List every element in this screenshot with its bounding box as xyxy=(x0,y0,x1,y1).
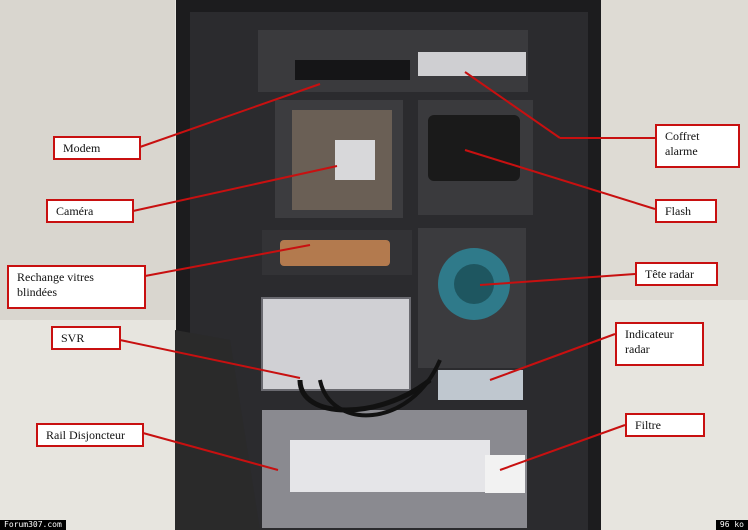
label-filter: Filtre xyxy=(625,413,705,437)
label-radar-head: Tête radar xyxy=(635,262,718,286)
svr-device xyxy=(262,298,410,390)
watermark-size: 96 ko xyxy=(715,520,748,530)
label-flash: Flash xyxy=(655,199,717,223)
label-modem: Modem xyxy=(53,136,141,160)
label-camera: Caméra xyxy=(46,199,134,223)
breaker-rail-device xyxy=(290,440,490,492)
filter-device xyxy=(485,455,525,493)
label-breaker-rail: Rail Disjoncteur xyxy=(36,423,144,447)
label-radar-indicator: Indicateur radar xyxy=(615,322,704,366)
alarm-box-device xyxy=(418,52,526,76)
label-spare-glass: Rechange vitres blindées xyxy=(7,265,146,309)
flash-device xyxy=(428,115,520,181)
door xyxy=(175,330,260,530)
label-alarm-box: Coffret alarme xyxy=(655,124,740,168)
modem-device xyxy=(295,60,410,80)
camera-device xyxy=(335,140,375,180)
label-svr: SVR xyxy=(51,326,121,350)
radar-indicator-device xyxy=(438,370,523,400)
spare-glass-item xyxy=(280,240,390,266)
watermark-site: Forum307.com xyxy=(0,520,66,530)
leader-lines xyxy=(119,71,656,471)
